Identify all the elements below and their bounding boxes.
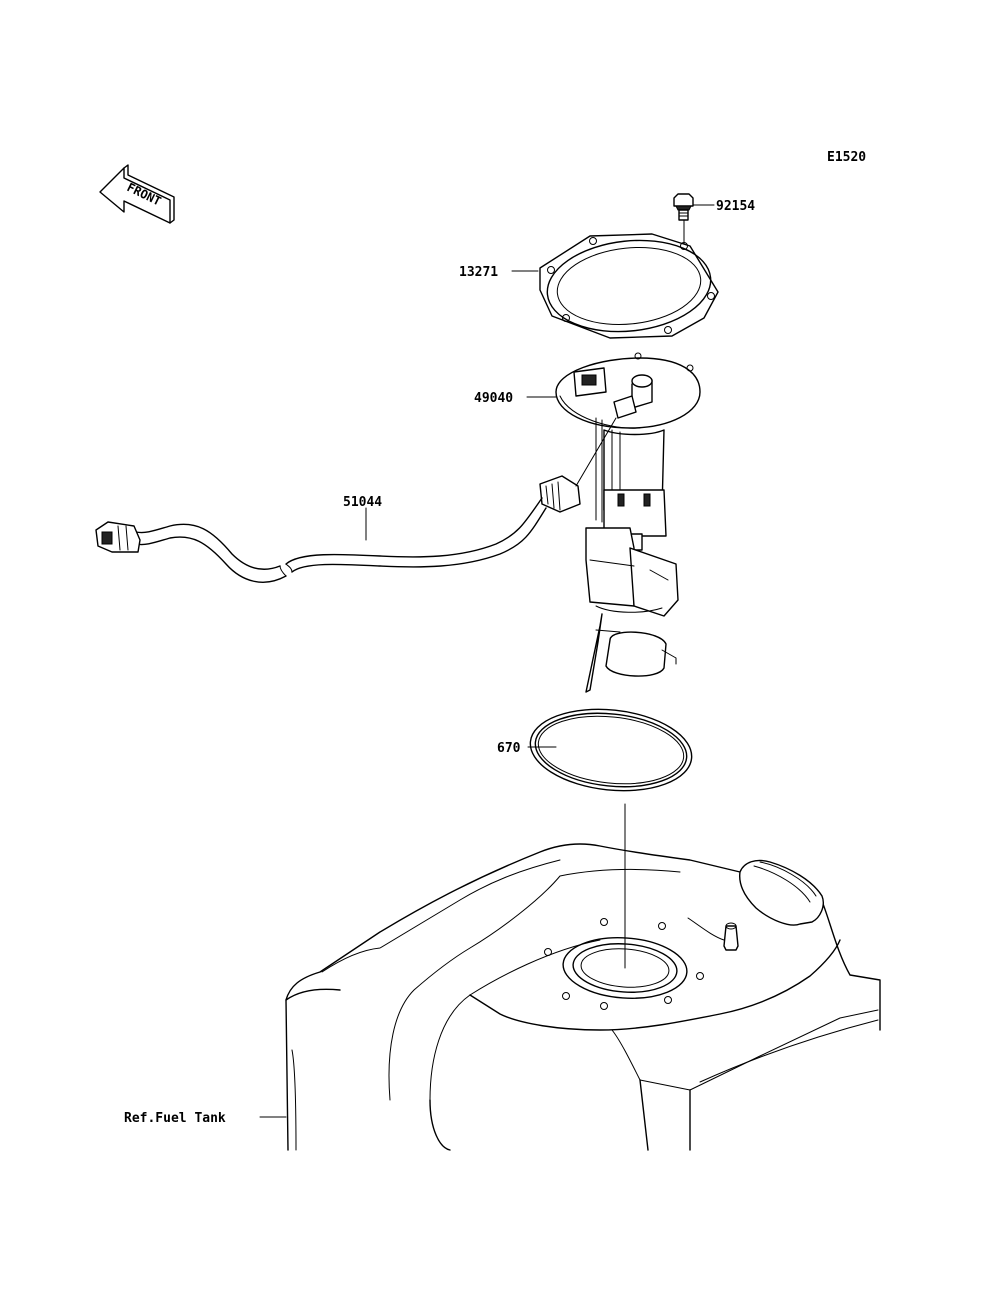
plate-part	[539, 233, 719, 339]
fuel-pump-part	[555, 352, 701, 693]
part-number-51044: 51044	[343, 495, 382, 510]
reference-fuel-tank: Ref.Fuel Tank	[124, 1111, 226, 1126]
part-number-670: 670	[497, 741, 521, 756]
diagram-code: E1520	[827, 150, 866, 165]
part-number-49040: 49040	[474, 391, 513, 406]
part-number-13271: 13271	[459, 265, 498, 280]
gasket-part	[529, 708, 693, 792]
front-arrow-icon: FRONT	[99, 164, 175, 224]
wire-harness-part	[95, 417, 617, 583]
part-number-92154: 92154	[716, 199, 755, 214]
bolt-part	[673, 193, 694, 221]
fuel-tank-part	[285, 843, 881, 1151]
